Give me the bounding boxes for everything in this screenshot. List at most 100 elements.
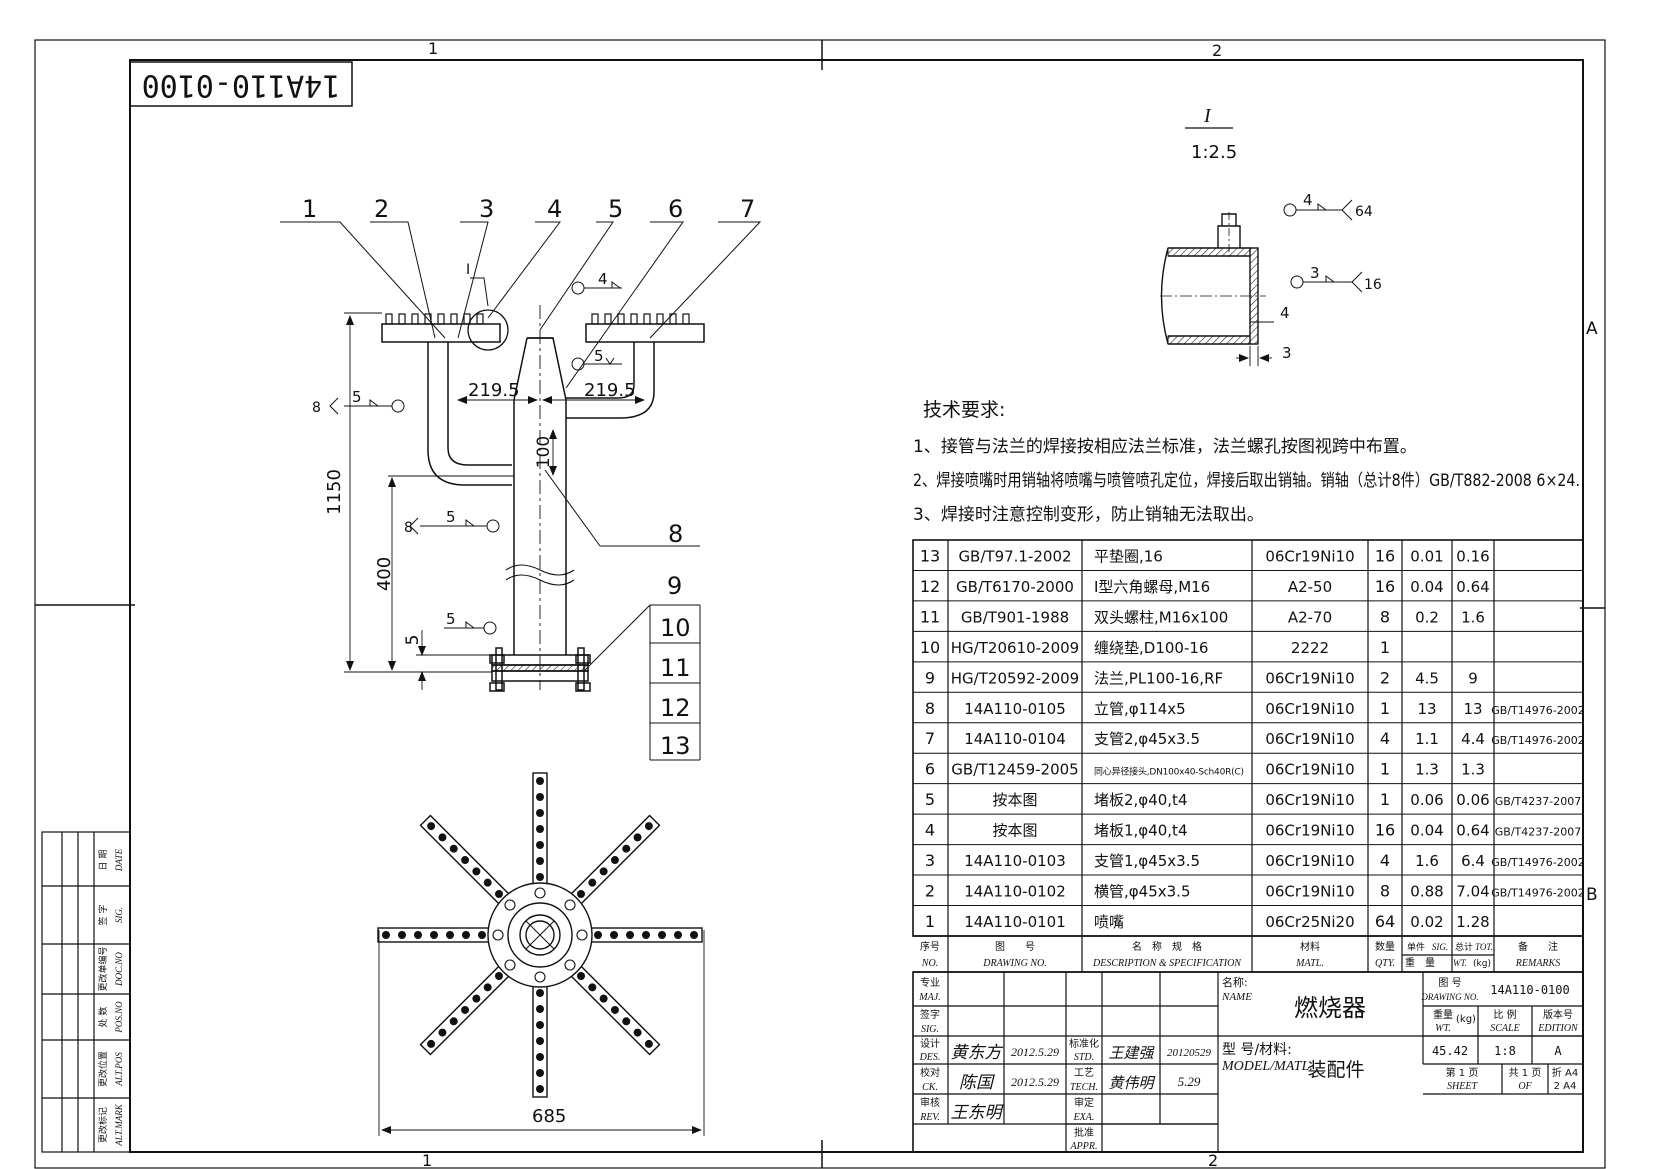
bom-cell: 9: [1468, 669, 1478, 687]
bom-cell: 14A110-0102: [964, 883, 1066, 901]
bom-h-weight: 重 量: [1405, 956, 1435, 969]
drawing-number-stamp: 14A110-0100: [129, 61, 353, 107]
detail-scale: 1:2.5: [1191, 142, 1237, 163]
bom-cell: 06Cr19Ni10: [1265, 791, 1354, 809]
bom-cell: 12: [920, 577, 940, 596]
bom-cell: 0.02: [1410, 913, 1443, 931]
bom-cell: 06Cr19Ni10: [1265, 547, 1354, 565]
bom-cell: 2: [1380, 668, 1390, 687]
bom-h-unit: 单件: [1407, 941, 1425, 953]
bom-cell: 按本图: [992, 822, 1037, 840]
bom-cell: 14A110-0103: [964, 852, 1066, 870]
leader-1: 1: [302, 195, 317, 223]
bom-cell: 0.04: [1410, 578, 1443, 596]
leader-7: 7: [740, 195, 755, 223]
detail-view: [1160, 127, 1363, 366]
dim-219-right: 219.5: [584, 380, 636, 401]
bom-cell: 64: [1375, 912, 1395, 931]
tb-dwgno-en: DRAWING NO.: [1420, 992, 1478, 1002]
bom-h-desc: 名 称 规 格: [1132, 940, 1202, 953]
rev-sig-en: SIG.: [114, 907, 124, 923]
weld-4: 4: [598, 270, 608, 288]
dim-219-left: 219.5: [468, 380, 520, 401]
revision-labels: 日 期 DATE 签 字 SIG. 更改单编号 DOC.NO 处 数 POS.N…: [97, 848, 124, 1146]
bom-cell: 4: [925, 821, 935, 840]
tb-sheet-cn: 第 1 页: [1446, 1066, 1479, 1079]
leader-9: 9: [667, 572, 682, 600]
tb-exa-cn: 审定: [1074, 1096, 1094, 1109]
bom-cell: 06Cr19Ni10: [1265, 761, 1354, 779]
det-dim-4: 4: [1280, 304, 1290, 322]
tb-tech-en: TECH.: [1070, 1082, 1098, 1093]
leader-11: 11: [660, 654, 691, 682]
rev-docno-en: DOC.NO: [114, 952, 124, 987]
detail-label: I: [1203, 105, 1212, 127]
rev-date-cn: 日 期: [98, 850, 109, 871]
det-weld-16: 16: [1364, 277, 1382, 293]
bom-cell: 1: [925, 912, 935, 931]
rev-posno-en: POS.NO: [114, 1001, 124, 1034]
bom-cell: 6: [925, 760, 935, 779]
bom-cell: 法兰,PL100-16,RF: [1094, 669, 1223, 687]
tb-date-tech: 5.29: [1178, 1074, 1201, 1089]
tb-name-en: NAME: [1221, 991, 1252, 1003]
bom-cell: 16: [1375, 546, 1395, 565]
tb-des-en: DES.: [919, 1052, 941, 1063]
tb-edition-cn: 版本号: [1543, 1008, 1573, 1021]
bom-cell: 8: [925, 699, 935, 718]
tb-sig-tech: 黄伟明: [1108, 1075, 1155, 1092]
bom-cell: 1.1: [1415, 730, 1439, 748]
leader-lines: [280, 221, 762, 761]
bom-cell: HG/T20610-2009: [951, 639, 1079, 657]
bom-cell: 堵板2,φ40,t4: [1094, 791, 1188, 809]
title-block: [912, 971, 1584, 1153]
tb-sig-std: 王建强: [1108, 1045, 1155, 1062]
bom-cell: 4.4: [1461, 730, 1485, 748]
bom-cell: GB/T14976-2002: [1491, 734, 1584, 747]
bom-cell: 14A110-0104: [964, 730, 1066, 748]
bom-cell: 0.06: [1456, 791, 1489, 809]
bom-cell: 4: [1380, 851, 1390, 870]
bom-cell: A2-50: [1288, 578, 1332, 596]
zone-col-2-bottom: 2: [1208, 1151, 1218, 1169]
bom-cell: 1.3: [1461, 761, 1485, 779]
dim-400: 400: [374, 557, 395, 591]
bom-cell: 16: [1375, 577, 1395, 596]
tech-item-2: 2、焊接喷嘴时用销轴将喷嘴与喷管喷孔定位，焊接后取出销轴。销轴（总计8件）GB/…: [913, 471, 1580, 491]
tb-maj-cn: 专业: [920, 976, 940, 989]
weld-8-left: 8: [312, 400, 321, 416]
leader-13: 13: [660, 732, 691, 760]
tb-date-std: 20120529: [1167, 1047, 1212, 1059]
bom-h-wt: WT.: [1453, 958, 1467, 968]
tb-date-ck: 2012.5.29: [1011, 1075, 1059, 1089]
tb-sig-cn: 签字: [920, 1008, 940, 1021]
rev-altpos-en: ALT.POS: [114, 1052, 124, 1087]
bom-cell: GB/T901-1988: [961, 608, 1069, 626]
tb-edition: A: [1554, 1044, 1562, 1058]
bom-cell: 1: [1380, 790, 1390, 809]
bom-h-kg: (kg): [1473, 959, 1491, 969]
bom-table: [912, 539, 1584, 973]
tb-weight-cn: 重量: [1433, 1008, 1453, 1021]
tb-sig-en: SIG.: [921, 1024, 939, 1035]
bom-cell: 1.6: [1461, 608, 1485, 626]
tb-model: 装配件: [1307, 1059, 1364, 1081]
bom-cell: 8: [1380, 882, 1390, 901]
bom-cell: 4.5: [1415, 669, 1439, 687]
bom-cell: 6.4: [1461, 852, 1485, 870]
bom-h-dwg-en: DRAWING NO.: [982, 958, 1047, 969]
detail-i-circle: [467, 309, 509, 351]
tb-appr-cn: 批准: [1074, 1126, 1094, 1139]
bom-cell: 9: [925, 668, 935, 687]
bom-cell: 平垫圈,16: [1094, 547, 1163, 565]
bom-cell: 14A110-0105: [964, 700, 1066, 718]
bom-cell: 13: [1463, 700, 1482, 718]
bom-cell: 横管,φ45x3.5: [1094, 883, 1190, 901]
tb-fold: 折 A4: [1552, 1066, 1578, 1079]
leader-3: 3: [479, 195, 494, 223]
